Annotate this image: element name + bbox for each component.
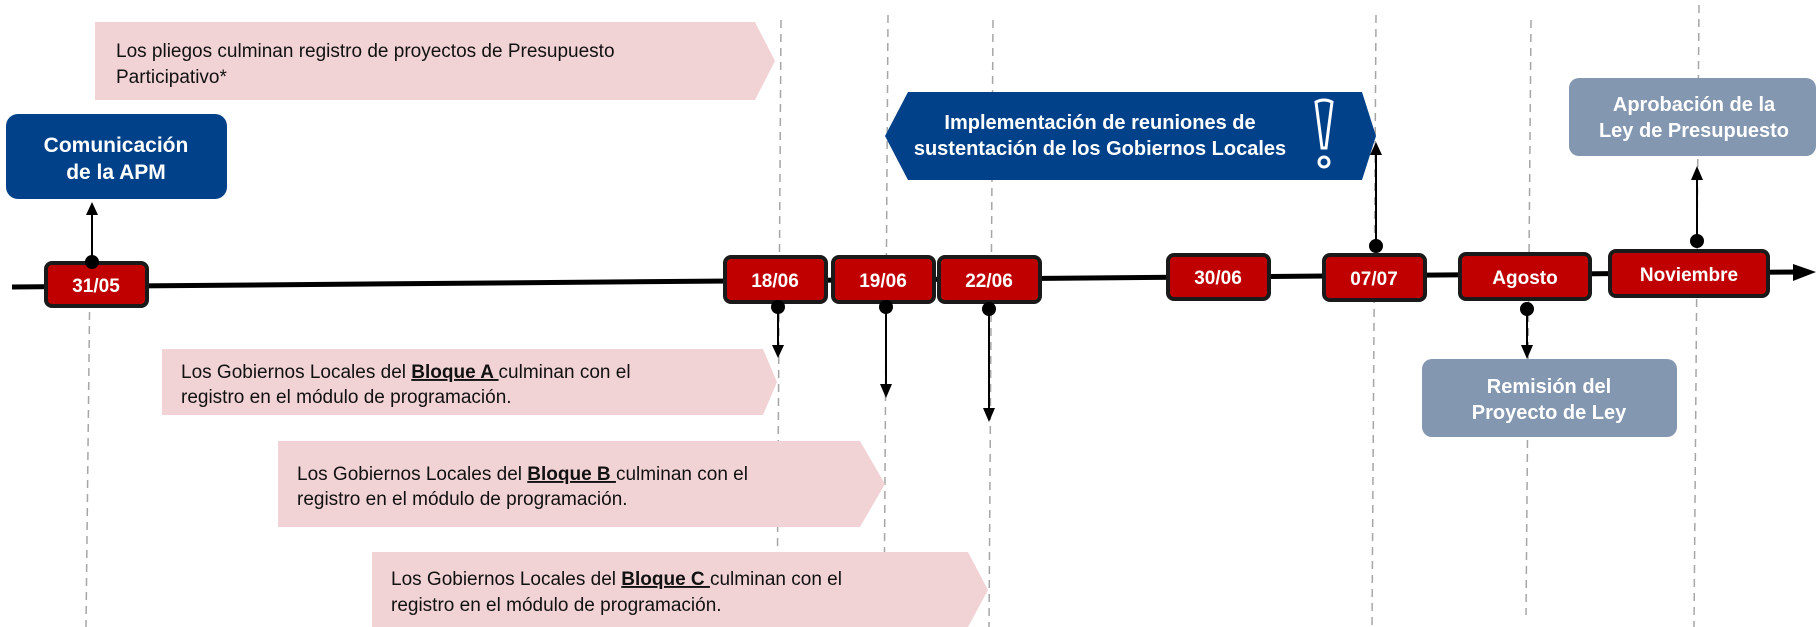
milestone-reuniones-line2: sustentación de los Gobiernos Locales [914,138,1286,160]
dot-07-07 [1369,239,1383,253]
timeline-arrowhead [1793,264,1816,281]
date-31-05: 31/05 [44,261,149,308]
date-label: 19/06 [859,271,907,292]
date-label: 07/07 [1350,269,1398,290]
guide-line [1525,19,1532,616]
date-box [1166,253,1271,301]
date-label: 31/05 [72,276,120,297]
milestone-reuniones-shape [885,92,1376,180]
date-box [1608,249,1770,298]
arrowhead-22-06 [983,408,995,422]
date-label: Noviembre [1640,265,1738,286]
date-30-06: 30/06 [1166,253,1271,301]
note-pliegos: Los pliegos culminan registro de proyect… [95,22,775,100]
note-bloque-c-shape [372,552,988,627]
note-bloque-a-line2: registro en el módulo de programación. [181,387,512,408]
connector-dots [85,234,1704,316]
note-bloque-b: Los Gobiernos Locales del Bloque B culmi… [278,441,885,527]
dot-22-06 [982,302,996,316]
note-bloque-a: Los Gobiernos Locales del Bloque A culmi… [162,349,777,415]
milestone-remision-line2: Proyecto de Ley [1472,402,1627,424]
guide-line [1371,14,1377,627]
date-label: Agosto [1492,268,1557,289]
dot-18-06 [771,300,785,314]
milestone-remision-box [1422,359,1677,437]
milestone-aprobacion-line2: Ley de Presupuesto [1599,120,1789,142]
milestone-remision-line1: Remisión del [1487,376,1611,398]
dot-19-06 [879,300,893,314]
date-18-06: 18/06 [723,255,828,304]
exclamation-icon [1314,98,1334,169]
dot-noviembre [1690,234,1704,248]
milestone-reuniones: Implementación de reuniones de sustentac… [885,92,1376,180]
date-box [1458,252,1592,301]
dot-agosto [1520,302,1534,316]
arrowhead-apm [86,202,98,215]
date-19-06: 19/06 [831,255,936,304]
date-noviembre: Noviembre [1608,249,1770,298]
note-bloque-c-line1: Los Gobiernos Locales del Bloque C culmi… [391,569,842,590]
note-pliegos-shape [95,22,775,100]
note-bloque-b-shape [278,441,885,527]
date-label: 30/06 [1194,268,1242,289]
arrowhead-aprobacion [1691,166,1703,180]
milestone-apm-box [6,114,227,199]
milestone-aprobacion: Aprobación de la Ley de Presupuesto [1569,78,1816,156]
date-07-07: 07/07 [1322,253,1427,302]
arrowhead-19-06 [880,384,892,398]
date-box [937,255,1042,304]
milestone-reuniones-line1: Implementación de reuniones de [944,112,1255,134]
milestone-aprobacion-box [1569,78,1816,156]
dot-31-05 [85,255,99,269]
note-bloque-c: Los Gobiernos Locales del Bloque C culmi… [372,552,988,627]
milestone-aprobacion-line1: Aprobación de la [1613,94,1776,116]
guide-line [883,14,889,627]
guide-line [85,269,91,627]
note-bloque-b-line1: Los Gobiernos Locales del Bloque B culmi… [297,464,748,485]
note-pliegos-line2: Participativo* [116,67,227,88]
date-agosto: Agosto [1458,252,1592,301]
date-label: 22/06 [965,271,1013,292]
milestone-remision: Remisión del Proyecto de Ley [1422,359,1677,437]
arrowhead-remision [1521,345,1533,359]
note-bloque-c-line2: registro en el módulo de programación. [391,595,722,616]
date-box [1322,253,1427,302]
milestone-apm-line1: Comunicación [44,134,189,157]
note-pliegos-line1: Los pliegos culminan registro de proyect… [116,41,615,62]
arrowhead-reuniones [1370,142,1382,155]
note-bloque-a-line1: Los Gobiernos Locales del Bloque A culmi… [181,362,631,383]
note-bloque-a-shape [162,349,777,415]
milestone-apm-line2: de la APM [66,161,166,184]
date-22-06: 22/06 [937,255,1042,304]
arrowhead-18-06 [772,345,784,358]
note-bloque-b-line2: registro en el módulo de programación. [297,489,628,510]
date-label: 18/06 [751,271,799,292]
milestone-apm: Comunicación de la APM [6,114,227,199]
